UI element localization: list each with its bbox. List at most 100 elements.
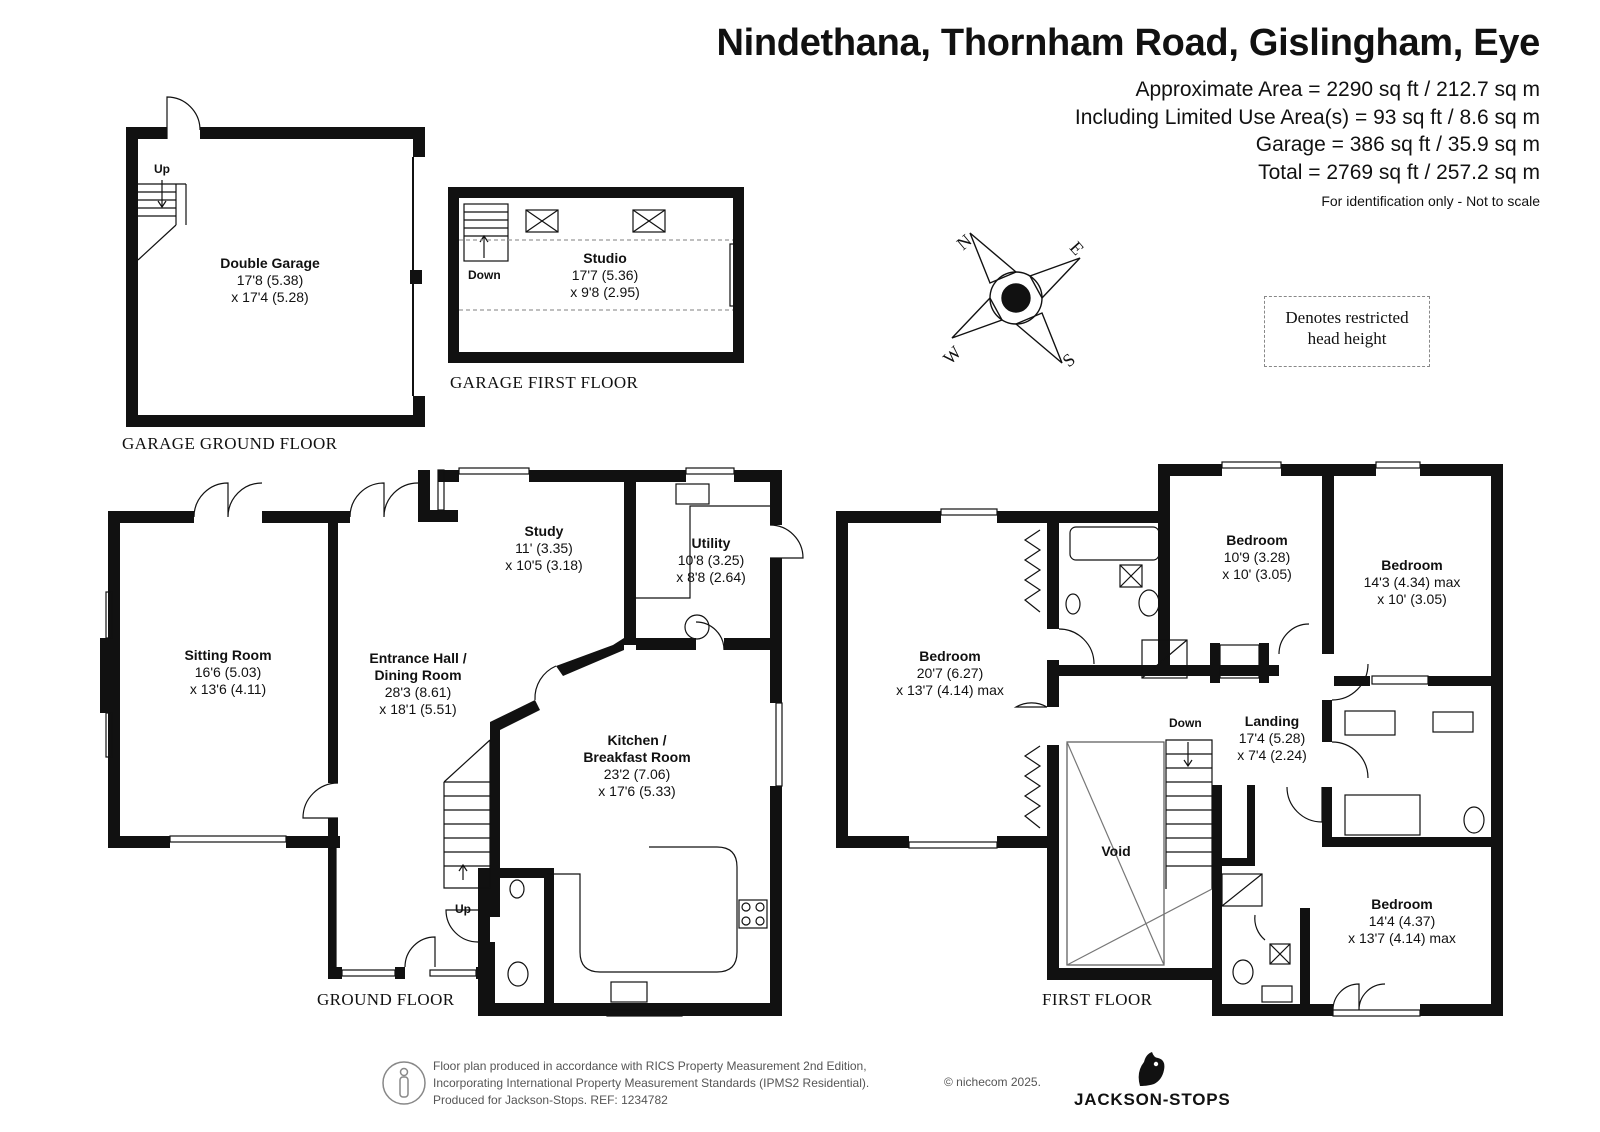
room-dim: x 10'5 (3.18) (505, 557, 583, 573)
bed1-door (1016, 703, 1047, 745)
ipms-person-icon (382, 1061, 426, 1105)
room-dim: x 18'1 (5.51) (379, 701, 457, 717)
area-line-total: Total = 2769 sq ft / 257.2 sq m (1258, 160, 1540, 184)
ground-stairs-up-label: Up (455, 902, 471, 916)
kitchen-island-units (547, 846, 738, 973)
restricted-legend: Denotes restricted head height (1264, 296, 1430, 367)
first-stairs-down-label: Down (1169, 716, 1202, 730)
utility-appliance (684, 614, 710, 640)
studio-restricted-lines (459, 239, 733, 311)
garage-stairs (137, 180, 187, 261)
room-void: Void (1101, 843, 1130, 860)
first-floor-walls (836, 464, 1503, 1016)
room-name: Bedroom (1371, 896, 1433, 912)
room-entrance-dining: Entrance Hall / Dining Room 28'3 (8.61) … (369, 650, 466, 718)
room-dim: x 8'8 (2.64) (676, 569, 746, 585)
sitting-door (302, 782, 339, 819)
kitchen-sink (610, 981, 648, 1003)
front-door (404, 936, 436, 968)
room-dim: x 13'6 (4.11) (189, 681, 267, 697)
property-title: Nindethana, Thornham Road, Gislingham, E… (716, 22, 1540, 64)
floor-label-garage-first: GARAGE FIRST FLOOR (450, 373, 639, 392)
utility-door (769, 524, 804, 559)
area-line-limited: Including Limited Use Area(s) = 93 sq ft… (1074, 105, 1540, 129)
room-dim: 14'3 (4.34) max (1363, 574, 1461, 590)
room-name: Sitting Room (184, 647, 272, 663)
room-study: Study 11' (3.35) x 10'5 (3.18) (505, 523, 582, 574)
bed3-door (1331, 663, 1369, 701)
ensuite-door (1331, 741, 1369, 779)
room-name-line1: Entrance Hall / (369, 650, 467, 666)
room-dim: x 17'6 (5.33) (598, 783, 676, 799)
floor-label-first: FIRST FLOOR (1042, 990, 1153, 1009)
room-dim: 11' (3.35) (515, 540, 573, 556)
room-name: Dining Room (374, 667, 462, 683)
bath (1069, 526, 1160, 561)
room-sitting: Sitting Room 16'6 (5.03) x 13'6 (4.11) (184, 647, 271, 698)
studio-skylights (525, 209, 666, 233)
ensuite-basin (1432, 711, 1474, 733)
room-name: Study (524, 523, 564, 539)
room-dim: 10'8 (3.25) (677, 552, 745, 568)
room-dim: x 7'4 (2.24) (1237, 747, 1307, 763)
area-summary: Approximate Area = 2290 sq ft / 212.7 sq… (1075, 76, 1540, 186)
room-name: Studio (583, 250, 627, 266)
ensuite-shower (1344, 794, 1421, 836)
room-name-line1: Kitchen / (607, 732, 667, 748)
void-area (1066, 741, 1165, 966)
hall-french-doors (349, 482, 419, 518)
wc-door (445, 909, 479, 943)
room-name: Bedroom (919, 648, 981, 664)
ground-floor-walls (100, 470, 782, 1016)
bathroom-door (1058, 628, 1095, 665)
room-bedroom-2: Bedroom 10'9 (3.28) x 10' (3.05) (1222, 532, 1292, 583)
footer-copyright: © nichecom 2025. (944, 1075, 1041, 1089)
garage-stairs-up-label: Up (154, 162, 170, 176)
room-bedroom-3: Bedroom 14'3 (4.34) max x 10' (3.05) (1364, 557, 1461, 608)
garage-first-walls (448, 187, 744, 363)
area-line-garage: Garage = 386 sq ft / 35.9 sq m (1255, 133, 1540, 156)
brand-name: JACKSON-STOPS (1074, 1090, 1231, 1109)
room-dim: 20'7 (6.27) (916, 665, 984, 681)
room-dim: 17'8 (5.38) (236, 272, 304, 288)
jackson-stops-logo-icon (1138, 1052, 1165, 1086)
bed2-door (1278, 623, 1310, 655)
footer-disclaimer: Floor plan produced in accordance with R… (433, 1058, 869, 1109)
room-bedroom-4: Bedroom 14'4 (4.37) x 13'7 (4.14) max (1348, 896, 1456, 947)
room-name: Landing (1244, 713, 1300, 729)
room-name: Utility (691, 535, 731, 551)
room-studio: Studio 17'7 (5.36) x 9'8 (2.95) (570, 250, 640, 301)
room-dim: x 9'8 (2.95) (570, 284, 640, 300)
room-dim: 23'2 (7.06) (603, 766, 671, 782)
room-kitchen-breakfast: Kitchen / Breakfast Room 23'2 (7.06) x 1… (583, 732, 690, 800)
kitchen-door (534, 665, 557, 701)
bed4-door (1286, 786, 1323, 823)
room-dim: x 17'4 (5.28) (231, 289, 309, 305)
room-double-garage: Double Garage 17'8 (5.38) x 17'4 (5.28) (220, 255, 320, 306)
garage-door-swing (166, 96, 201, 139)
identification-note: For identification only - Not to scale (1321, 193, 1540, 209)
room-dim: x 13'7 (4.14) max (896, 682, 1004, 698)
room-utility: Utility 10'8 (3.25) x 8'8 (2.64) (676, 535, 746, 586)
studio-stairs-down-label: Down (468, 268, 501, 282)
footer-line1: Floor plan produced in accordance with R… (433, 1059, 867, 1073)
room-name: Double Garage (220, 255, 320, 271)
ground-stairs (443, 739, 491, 889)
room-dim: 16'6 (5.03) (194, 664, 262, 680)
room-bedroom-1: Bedroom 20'7 (6.27) x 13'7 (4.14) max (896, 648, 1004, 699)
room-name: Breakfast Room (583, 749, 691, 765)
room-dim: x 10' (3.05) (1377, 591, 1447, 607)
compass-rose (951, 232, 1081, 364)
room-name: Void (1101, 843, 1131, 859)
footer-line2: Incorporating International Property Mea… (433, 1076, 870, 1090)
floor-label-garage-ground: GARAGE GROUND FLOOR (122, 434, 338, 453)
room-name: Bedroom (1226, 532, 1288, 548)
room-name: Bedroom (1381, 557, 1443, 573)
sitting-french-doors (193, 482, 263, 518)
room-landing: Landing 17'4 (5.28) x 7'4 (2.24) (1237, 713, 1307, 764)
studio-stairs (463, 203, 509, 262)
first-stairs (1165, 739, 1213, 889)
utility-sink (675, 483, 710, 505)
room-dim: 17'7 (5.36) (571, 267, 639, 283)
